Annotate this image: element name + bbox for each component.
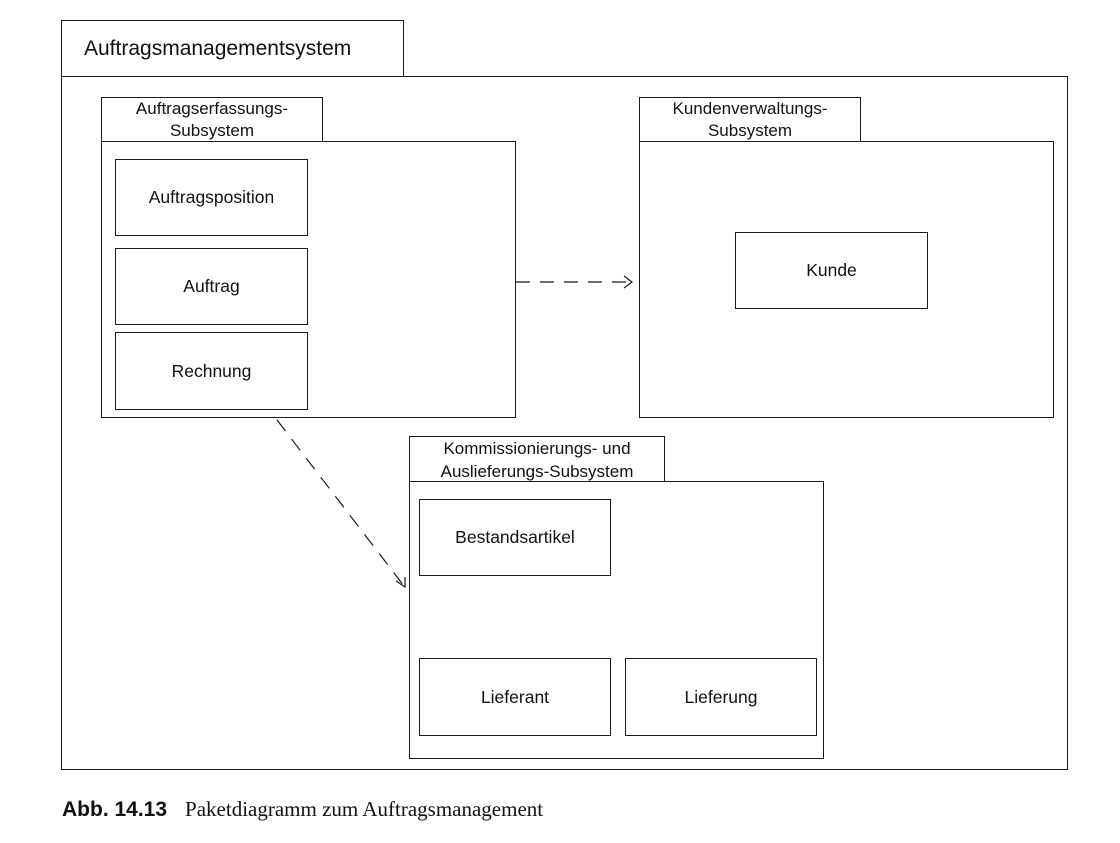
class-label: Lieferant bbox=[480, 686, 550, 707]
figure-number: Abb. 14.13 bbox=[62, 798, 168, 821]
class-label: Bestandsartikel bbox=[455, 527, 575, 547]
customer-tab-line2: Subsystem bbox=[707, 121, 793, 140]
order-entry-package-tab: Auftragserfassungs- Subsystem bbox=[101, 97, 323, 142]
class-label: Rechnung bbox=[171, 360, 252, 381]
class-lieferung: Lieferung bbox=[625, 658, 817, 736]
class-rechnung: Rechnung bbox=[115, 332, 308, 410]
order-entry-tab-line2: Subsystem bbox=[169, 121, 255, 140]
class-label: Kunde bbox=[806, 260, 857, 280]
shipping-package-tab: Kommissionierungs- und Auslieferungs-Sub… bbox=[409, 436, 665, 482]
class-label: Lieferung bbox=[684, 686, 758, 707]
class-label: Auftrag bbox=[183, 276, 240, 296]
class-bestandsartikel: Bestandsartikel bbox=[419, 499, 611, 576]
order-entry-tab-line1: Auftragserfassungs- bbox=[135, 99, 289, 118]
figure-caption-text: Paketdiagramm zum Auftragsmanagement bbox=[185, 797, 544, 821]
class-auftragsposition: Auftragsposition bbox=[115, 159, 308, 236]
class-kunde: Kunde bbox=[735, 232, 928, 309]
class-label: Auftragsposition bbox=[148, 187, 275, 207]
shipping-tab-line1: Kommissionierungs- und bbox=[443, 439, 631, 458]
system-package-tab: Auftragsmanagementsystem bbox=[61, 20, 404, 77]
system-title: Auftragsmanagementsystem bbox=[84, 37, 352, 60]
class-auftrag: Auftrag bbox=[115, 248, 308, 325]
class-lieferant: Lieferant bbox=[419, 658, 611, 736]
figure-caption: Abb. 14.13 Paketdiagramm zum Auftragsmana… bbox=[62, 797, 543, 822]
customer-package-tab: Kundenverwaltungs- Subsystem bbox=[639, 97, 861, 142]
shipping-tab-line2: Auslieferungs-Subsystem bbox=[440, 462, 634, 481]
customer-tab-line1: Kundenverwaltungs- bbox=[672, 99, 828, 118]
